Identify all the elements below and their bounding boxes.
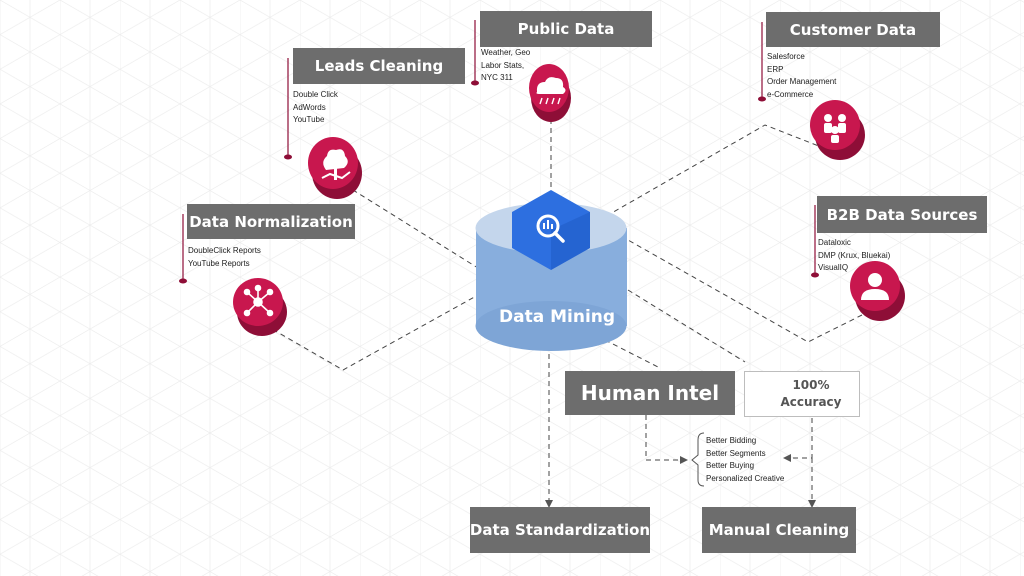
manual-cleaning-title: Manual Cleaning (702, 507, 856, 553)
data-normalization-items: DoubleClick Reports YouTube Reports (188, 245, 261, 270)
list-item: YouTube (293, 115, 325, 124)
accuracy-percent: 100% (792, 378, 830, 392)
tree-hand-icon (308, 137, 362, 199)
list-item: Weather, Geo (481, 48, 531, 57)
data-mining-label: Data Mining (499, 307, 616, 327)
list-item: Dataloxic (818, 238, 851, 247)
data-normalization-title: Data Normalization (187, 204, 355, 239)
accuracy-box (744, 371, 860, 417)
leads-cleaning-items: Double Click AdWords YouTube (293, 89, 338, 127)
list-item: Order Management (767, 77, 837, 86)
connector-customer-data (602, 124, 835, 219)
connector-b2b (627, 239, 863, 343)
list-item: Salesforce (767, 52, 805, 61)
outcomes-bracket (691, 432, 705, 487)
network-hub-icon (233, 278, 287, 336)
connector-db-accuracy (627, 289, 746, 363)
list-item: DMP (Krux, Bluekai) (818, 250, 891, 260)
connector-db-human-intel (604, 339, 661, 369)
b2b-data-sources-items: Dataloxic DMP (Krux, Bluekai) VisualIQ (818, 237, 890, 275)
customer-data-title: Customer Data (766, 12, 940, 47)
list-item: Double Click (293, 90, 338, 99)
list-item: Labor Stats, (481, 60, 525, 70)
people-group-icon (810, 100, 865, 160)
customer-data-items: Salesforce ERP Order Management e-Commer… (767, 51, 836, 101)
connector-data-normalization (264, 294, 479, 371)
list-item: Better Buying (706, 461, 755, 470)
data-standardization-title: Data Standardization (470, 507, 650, 553)
b2b-data-sources-title: B2B Data Sources (817, 196, 987, 233)
public-data-title: Public Data (480, 11, 652, 47)
bigquery-hexagon-icon (512, 190, 590, 270)
list-item: NYC 311 (481, 73, 513, 82)
list-item: ERP (767, 64, 784, 74)
connector-leads-cleaning (344, 184, 479, 269)
connector-human-intel-outcomes (645, 415, 688, 464)
accuracy-label: Accuracy (780, 395, 842, 409)
leads-cleaning-title: Leads Cleaning (293, 48, 465, 84)
list-item: VisualIQ (818, 263, 849, 272)
human-intel-title: Human Intel (565, 371, 735, 415)
list-item: YouTube Reports (188, 258, 250, 268)
user-avatar-icon (850, 261, 905, 321)
public-data-items: Weather, Geo Labor Stats, NYC 311 (481, 47, 530, 85)
outcomes-list: Better Bidding Better Segments Better Bu… (706, 435, 784, 485)
list-item: e-Commerce (767, 89, 814, 99)
list-item: Better Segments (706, 448, 766, 458)
list-item: DoubleClick Reports (188, 246, 261, 255)
cloud-rain-icon (529, 64, 571, 122)
list-item: AdWords (293, 102, 326, 112)
list-item: Better Bidding (706, 436, 757, 445)
list-item: Personalized Creative (706, 473, 785, 483)
